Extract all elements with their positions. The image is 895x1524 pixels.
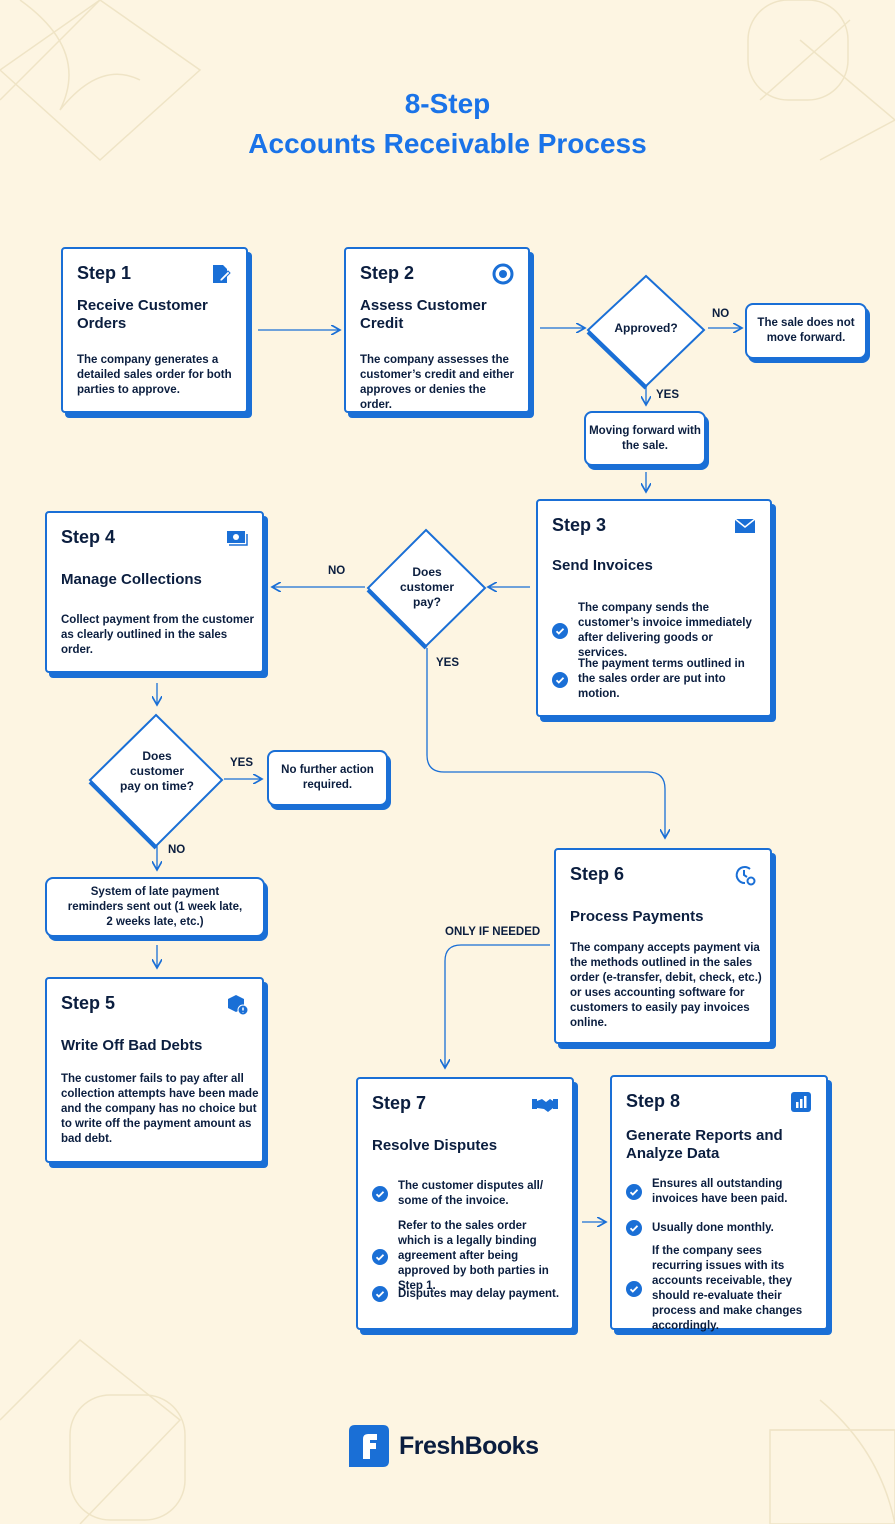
step-3-card: Step 3 Send Invoices The company sends t… (536, 499, 772, 717)
check-icon (552, 671, 568, 688)
label-no: NO (168, 844, 186, 856)
step-6-card: Step 6 Process Payments The company acce… (554, 848, 772, 1044)
step-heading: Write Off Bad Debts (61, 1037, 203, 1054)
step-number: Step 6 (570, 864, 625, 884)
cash-icon (227, 531, 248, 546)
note-no-action: No further action required. (267, 750, 388, 806)
check-icon (372, 1286, 388, 1302)
box-alert-icon (228, 995, 248, 1015)
credit-gauge-icon (492, 263, 514, 285)
title-line-1: 8-Step (404, 88, 491, 119)
envelope-icon (734, 518, 756, 533)
step-number: Step 1 (77, 263, 132, 283)
check-icon (552, 623, 568, 639)
step-number: Step 7 (372, 1093, 427, 1113)
check-icon (626, 1281, 642, 1297)
step-number: Step 8 (626, 1091, 681, 1111)
arrow-step6-step7 (445, 944, 550, 1068)
decision-approved-text: Approved? (614, 321, 678, 335)
step-heading: Receive Customer Orders (77, 297, 208, 332)
step-heading: Generate Reports and Analyze Data (626, 1127, 783, 1162)
step-description: The customer fails to pay after all coll… (61, 1073, 259, 1145)
freshbooks-logo-icon (349, 1425, 389, 1467)
step-heading: Process Payments (570, 908, 704, 925)
bullet-item: Ensures all outstanding invoices have be… (626, 1177, 814, 1207)
bullet-item: The company sends the customer’s invoice… (552, 601, 758, 661)
label-yes: YES (656, 389, 680, 401)
logo-wordmark: FreshBooks (399, 1431, 539, 1460)
step-description: The company accepts payment via the meth… (570, 942, 762, 1029)
bullet-item: The payment terms outlined in the sales … (552, 657, 758, 702)
title-line-2: Accounts Receivable Process (248, 128, 647, 159)
step-number: Step 4 (61, 527, 116, 547)
bullet-item: The customer disputes all/ some of the i… (372, 1179, 560, 1209)
freshbooks-logo: FreshBooks (349, 1425, 539, 1467)
step-description: The company assesses the customer’s cred… (360, 354, 515, 411)
bullet-item: If the company sees recurring issues wit… (626, 1244, 814, 1334)
bullet-item: Usually done monthly. (626, 1220, 814, 1236)
arrow-pay-yes (426, 648, 665, 838)
step-description: Collect payment from the customer as cle… (61, 614, 254, 656)
edit-document-icon (213, 265, 231, 283)
note-no-move: The sale does not move forward. (745, 303, 867, 359)
step-1-card: Step 1 Receive Customer Orders The compa… (61, 247, 248, 413)
note-reminders: System of late payment reminders sent ou… (45, 877, 265, 937)
bullet-item: Refer to the sales order which is a lega… (372, 1219, 560, 1294)
step-number: Step 5 (61, 993, 116, 1013)
note-moving-forward: Moving forward with the sale. (584, 411, 706, 466)
step-5-card: Step 5 Write Off Bad Debts The customer … (45, 977, 264, 1163)
step-description: The company generates a detailed sales o… (77, 354, 232, 396)
check-icon (372, 1248, 388, 1265)
handshake-icon (532, 1099, 558, 1112)
step-7-card: Step 7 Resolve Disputes The customer dis… (356, 1077, 574, 1330)
label-only-if-needed: ONLY IF NEEDED (445, 926, 541, 938)
step-4-card: Step 4 Manage Collections Collect paymen… (45, 511, 264, 673)
check-icon (626, 1220, 642, 1236)
label-no: NO (328, 565, 346, 577)
bar-chart-icon (791, 1092, 811, 1112)
step-heading: Resolve Disputes (372, 1137, 498, 1154)
step-heading: Manage Collections (61, 571, 202, 588)
check-icon (372, 1186, 388, 1202)
decision-on-time-text: Does customer pay on time? (120, 749, 195, 793)
step-number: Step 2 (360, 263, 415, 283)
step-heading: Send Invoices (552, 557, 653, 574)
label-yes: YES (436, 657, 460, 669)
clock-gear-icon (735, 866, 756, 886)
step-8-card: Step 8 Generate Reports and Analyze Data… (610, 1075, 828, 1332)
step-heading: Assess Customer Credit (360, 297, 487, 332)
bullet-item: Disputes may delay payment. (372, 1286, 560, 1302)
check-icon (626, 1184, 642, 1200)
label-no: NO (712, 308, 730, 320)
step-number: Step 3 (552, 515, 607, 535)
decision-pay-text: Does customer pay? (399, 565, 455, 609)
label-yes: YES (230, 757, 254, 769)
step-2-card: Step 2 Assess Customer Credit The compan… (344, 247, 530, 413)
